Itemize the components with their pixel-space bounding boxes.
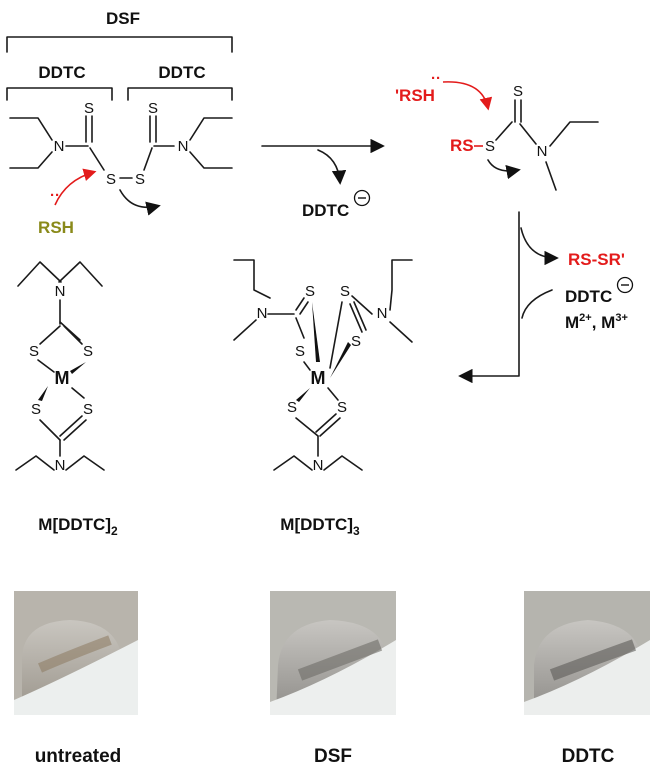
dsf-bracket bbox=[6, 36, 233, 53]
svg-text:N: N bbox=[313, 457, 324, 474]
thiolate-leave-arrow bbox=[487, 159, 521, 180]
svg-text:S: S bbox=[485, 138, 495, 155]
anion-charge-icon-1 bbox=[353, 189, 371, 207]
complex-2-label: M[DDTC]2 bbox=[38, 515, 118, 538]
svg-text:S: S bbox=[337, 399, 347, 416]
svg-text:N: N bbox=[537, 143, 548, 160]
ddtc-reagent-label: DDTC bbox=[565, 287, 612, 306]
svg-text:N: N bbox=[54, 138, 65, 155]
svg-text:N: N bbox=[257, 305, 268, 322]
svg-text:N: N bbox=[178, 138, 189, 155]
complex-2-structure: N S S M S S N bbox=[15, 261, 105, 474]
ss-cleavage-arrow bbox=[119, 189, 161, 216]
svg-text:M: M bbox=[55, 368, 70, 388]
svg-text:S: S bbox=[84, 100, 94, 117]
svg-text:S: S bbox=[287, 399, 297, 416]
dsf-structure: N S S S S N bbox=[9, 100, 233, 188]
svg-text:S: S bbox=[29, 343, 39, 360]
ddtc-released-label: DDTC bbox=[302, 201, 349, 220]
complex-3-structure: N S S M S S N S S N bbox=[233, 259, 413, 474]
photo-ddtc bbox=[524, 591, 650, 715]
reaction-arrow-down bbox=[458, 211, 520, 384]
svg-text:M: M bbox=[311, 368, 326, 388]
svg-text:S: S bbox=[351, 333, 361, 350]
metal-ions-label: M2+, M3+ bbox=[565, 312, 628, 332]
svg-text:S: S bbox=[305, 283, 315, 300]
ddtc-release-arrow bbox=[317, 149, 347, 185]
photo-dsf bbox=[270, 591, 396, 715]
photo-label-untreated: untreated bbox=[34, 746, 122, 767]
svg-text:S: S bbox=[83, 401, 93, 418]
ddtc-entry-curve bbox=[521, 289, 553, 319]
svg-text:S: S bbox=[295, 343, 305, 360]
ddtc-left-label: DDTC bbox=[38, 63, 85, 82]
photo-label-dsf: DSF bbox=[314, 746, 352, 767]
rs-sr-release-arrow bbox=[520, 227, 559, 266]
photo-label-ddtc: DDTC bbox=[561, 746, 615, 767]
svg-text:N: N bbox=[377, 305, 388, 322]
svg-text:N: N bbox=[55, 283, 66, 300]
rs-sr-label: RS-SR' bbox=[568, 250, 625, 269]
ddtc-right-label: DDTC bbox=[158, 63, 205, 82]
svg-text:S: S bbox=[135, 171, 145, 188]
dsf-label: DSF bbox=[106, 9, 140, 28]
svg-text:S: S bbox=[340, 283, 350, 300]
svg-text:··: ·· bbox=[50, 187, 60, 204]
svg-text:S: S bbox=[513, 83, 523, 100]
svg-text:S: S bbox=[31, 401, 41, 418]
rsh-label: RSH bbox=[38, 218, 74, 237]
rs-fragment-label: RS bbox=[450, 136, 474, 155]
rsh-prime-label: 'RSH bbox=[395, 86, 435, 105]
rsh-attack-arrow bbox=[54, 168, 97, 206]
svg-text:··: ·· bbox=[431, 70, 441, 87]
svg-text:S: S bbox=[148, 100, 158, 117]
svg-text:N: N bbox=[55, 457, 66, 474]
rsh-prime-attack-arrow bbox=[442, 81, 493, 111]
mixed-disulfide-structure: RS S S N bbox=[450, 83, 599, 191]
svg-text:S: S bbox=[106, 171, 116, 188]
anion-charge-icon-2 bbox=[616, 276, 634, 294]
photo-untreated bbox=[14, 591, 138, 715]
complex-3-label: M[DDTC]3 bbox=[280, 515, 360, 538]
svg-text:S: S bbox=[83, 343, 93, 360]
ddtc-left-bracket bbox=[6, 87, 113, 101]
ddtc-right-bracket bbox=[127, 87, 233, 101]
